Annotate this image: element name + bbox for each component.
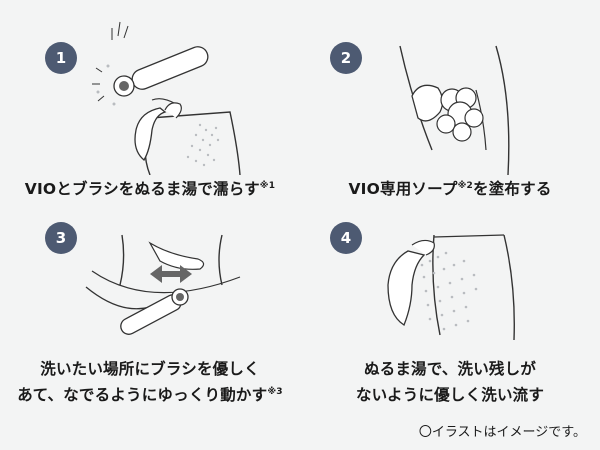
step-1-illustration: [92, 21, 241, 175]
illustration-note: 〇イラストはイメージです。: [418, 425, 586, 440]
step-3-text-line2-wrap: あて、なでるようにゆっくり動かす※3: [0, 382, 300, 408]
step-1-footnote: ※1: [259, 180, 276, 191]
step-2-text: VIO専用ソープ: [348, 180, 458, 198]
step-2-caption: VIO専用ソープ※2を塗布する: [300, 176, 600, 202]
step-4-badge: 4: [330, 222, 362, 254]
step-4-caption: ぬるま湯で、洗い残しが ないように優しく洗い流す: [300, 356, 600, 408]
step-2-text-tail: を塗布する: [473, 180, 552, 198]
step-2-badge: 2: [330, 42, 362, 74]
step-3-text-line1: 洗いたい場所にブラシを優しく: [40, 360, 260, 378]
step-4-illustration: [387, 234, 515, 341]
step-1-badge: 1: [45, 42, 77, 74]
step-4-panel: 4 ぬるま湯で、洗い残しが ないように優しく洗い流す: [300, 215, 600, 425]
step-2-footnote: ※2: [457, 180, 474, 191]
step-3-panel: 3 洗いたい場所にブラシを優しく あて、なでるようにゆっくり動かす※3: [0, 215, 300, 425]
step-3-badge: 3: [45, 222, 77, 254]
step-4-text-line2: ないように優しく洗い流す: [355, 386, 545, 404]
step-2-illustration: [399, 45, 510, 175]
step-2-panel: 2 VIO専用ソープ※2を塗布する: [300, 0, 600, 210]
step-3-caption: 洗いたい場所にブラシを優しく あて、なでるようにゆっくり動かす※3: [0, 356, 300, 408]
step-1-caption: VIOとブラシをぬるま湯で濡らす※1: [0, 176, 300, 202]
step-3-illustration: [85, 234, 241, 335]
step-1-text: VIOとブラシをぬるま湯で濡らす: [24, 180, 260, 198]
step-4-text-line1: ぬるま湯で、洗い残しが: [363, 360, 537, 378]
step-3-text-line2: あて、なでるようにゆっくり動かす: [17, 386, 268, 404]
step-3-footnote: ※3: [267, 386, 283, 397]
step-1-panel: 1 VIOとブラシをぬるま湯で濡らす※1: [0, 0, 300, 210]
